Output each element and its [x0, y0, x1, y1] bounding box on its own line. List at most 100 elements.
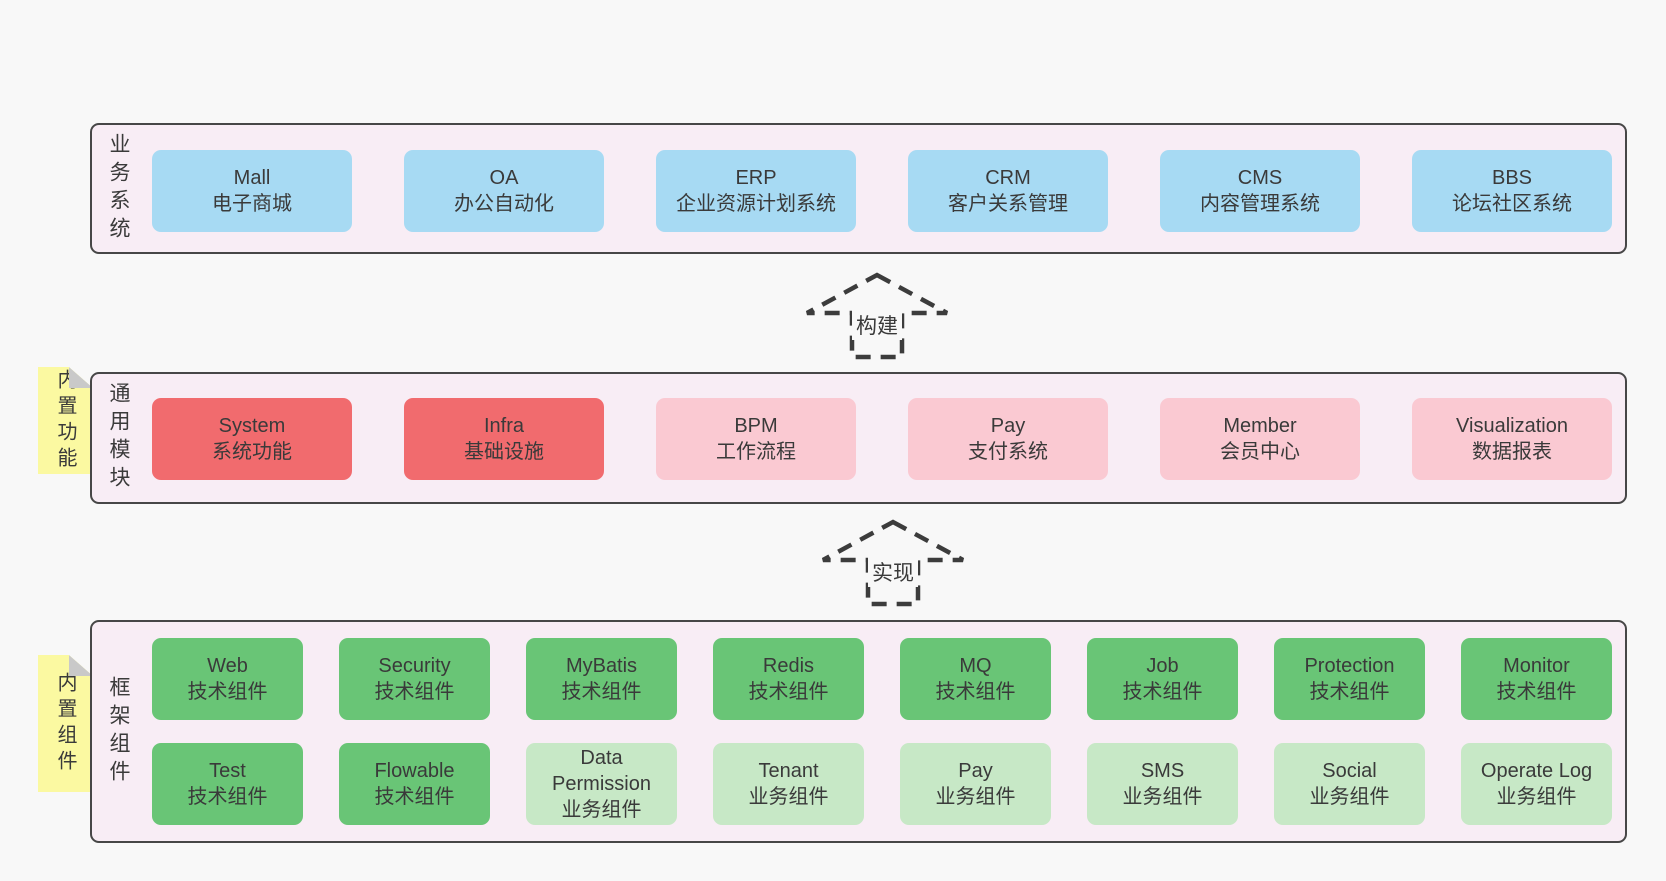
- business-box-row: Mall 电子商城 OA 办公自动化 ERP 企业资源计划系统 CRM 客户关系…: [152, 150, 1612, 232]
- box-title: Mall: [233, 167, 271, 189]
- box-title: System: [218, 415, 286, 437]
- box-subtitle: 会员中心: [1220, 441, 1300, 463]
- box-subtitle: 技术组件: [187, 681, 268, 703]
- business-box-cms: CMS 内容管理系统: [1160, 150, 1360, 232]
- component-box-mq: MQ 技术组件: [900, 638, 1051, 720]
- module-box-infra: Infra 基础设施: [404, 398, 604, 480]
- component-box-operate-log: Operate Log 业务组件: [1461, 743, 1612, 825]
- box-subtitle: 业务组件: [748, 786, 829, 808]
- modules-panel-label: 通用模块: [107, 382, 130, 494]
- box-title: Visualization: [1456, 415, 1568, 437]
- box-subtitle: 技术组件: [374, 681, 455, 703]
- module-box-pay: Pay 支付系统: [908, 398, 1108, 480]
- component-box-monitor: Monitor 技术组件: [1461, 638, 1612, 720]
- build-arrow: 构建: [805, 272, 949, 360]
- box-subtitle: 论坛社区系统: [1452, 193, 1572, 215]
- box-title: Infra: [483, 415, 525, 437]
- box-subtitle: 业务组件: [935, 786, 1016, 808]
- business-panel-label: 业务系统: [107, 132, 130, 245]
- box-subtitle: 技术组件: [187, 786, 268, 808]
- box-subtitle: 客户关系管理: [948, 193, 1068, 215]
- box-subtitle: 技术组件: [935, 681, 1016, 703]
- module-box-system: System 系统功能: [152, 398, 352, 480]
- module-box-visualization: Visualization 数据报表: [1412, 398, 1612, 480]
- component-box-security: Security 技术组件: [339, 638, 490, 720]
- business-box-crm: CRM 客户关系管理: [908, 150, 1108, 232]
- implement-arrow: 实现: [821, 519, 965, 607]
- up-arrow-icon: [821, 519, 965, 607]
- box-title: Monitor: [1503, 655, 1570, 677]
- modules-box-row: System 系统功能 Infra 基础设施 BPM 工作流程 Pay 支付系统…: [152, 398, 1612, 480]
- built-in-components-sticky: 内置组件: [38, 655, 93, 792]
- box-title: CMS: [1237, 167, 1283, 189]
- box-subtitle: 电子商城: [212, 193, 292, 215]
- box-subtitle: 技术组件: [374, 786, 455, 808]
- box-title: Operate Log: [1480, 760, 1593, 782]
- box-title: ERP: [735, 167, 777, 189]
- box-subtitle: 技术组件: [1122, 681, 1203, 703]
- box-title: CRM: [985, 167, 1031, 189]
- components-box-row-1: Web 技术组件 Security 技术组件 MyBatis 技术组件 Redi…: [152, 638, 1612, 720]
- component-box-social: Social 业务组件: [1274, 743, 1425, 825]
- box-subtitle: 技术组件: [1309, 681, 1390, 703]
- implement-arrow-label: 实现: [868, 557, 918, 587]
- components-box-row-2: Test 技术组件 Flowable 技术组件 Data Permission …: [152, 743, 1612, 825]
- component-box-data-permission: Data Permission 业务组件: [526, 743, 677, 825]
- business-box-bbs: BBS 论坛社区系统: [1412, 150, 1612, 232]
- module-box-bpm: BPM 工作流程: [656, 398, 856, 480]
- box-subtitle: 工作流程: [716, 441, 796, 463]
- built-in-functions-sticky: 内置功能: [38, 367, 93, 474]
- box-subtitle: 技术组件: [561, 681, 642, 703]
- box-subtitle: 技术组件: [748, 681, 829, 703]
- box-subtitle: 业务组件: [561, 799, 642, 821]
- module-box-member: Member 会员中心: [1160, 398, 1360, 480]
- component-box-pay: Pay 业务组件: [900, 743, 1051, 825]
- box-title: SMS: [1140, 760, 1185, 782]
- up-arrow-icon: [805, 272, 949, 360]
- sticky-label: 内置组件: [54, 671, 76, 776]
- box-title: MyBatis: [565, 655, 638, 677]
- framework-components-panel: 框架组件 Web 技术组件 Security 技术组件 MyBatis 技术组件…: [90, 620, 1627, 843]
- component-box-tenant: Tenant 业务组件: [713, 743, 864, 825]
- business-systems-panel: 业务系统 Mall 电子商城 OA 办公自动化 ERP 企业资源计划系统 CRM…: [90, 123, 1627, 254]
- component-box-mybatis: MyBatis 技术组件: [526, 638, 677, 720]
- box-title: BBS: [1491, 167, 1533, 189]
- business-box-oa: OA 办公自动化: [404, 150, 604, 232]
- component-box-job: Job 技术组件: [1087, 638, 1238, 720]
- box-subtitle: 数据报表: [1472, 441, 1552, 463]
- box-title: Web: [207, 655, 248, 677]
- box-title: MQ: [959, 655, 992, 677]
- component-box-web: Web 技术组件: [152, 638, 303, 720]
- box-title: Tenant: [758, 760, 819, 782]
- sticky-label: 内置功能: [54, 368, 76, 473]
- box-title: Redis: [762, 655, 815, 677]
- box-subtitle: 内容管理系统: [1200, 193, 1320, 215]
- common-modules-panel: 通用模块 System 系统功能 Infra 基础设施 BPM 工作流程 Pay…: [90, 372, 1627, 504]
- box-title: Pay: [958, 760, 993, 782]
- box-subtitle: 业务组件: [1122, 786, 1203, 808]
- box-subtitle: 支付系统: [968, 441, 1048, 463]
- box-title: Test: [209, 760, 246, 782]
- box-subtitle: 基础设施: [464, 441, 544, 463]
- box-subtitle: 技术组件: [1496, 681, 1577, 703]
- business-box-mall: Mall 电子商城: [152, 150, 352, 232]
- box-title: Data Permission: [552, 747, 651, 795]
- box-title: Flowable: [374, 760, 455, 782]
- box-title: Protection: [1304, 655, 1395, 677]
- box-title: Social: [1322, 760, 1377, 782]
- box-subtitle: 业务组件: [1496, 786, 1577, 808]
- component-box-redis: Redis 技术组件: [713, 638, 864, 720]
- component-box-test: Test 技术组件: [152, 743, 303, 825]
- box-title: Job: [1146, 655, 1179, 677]
- component-box-sms: SMS 业务组件: [1087, 743, 1238, 825]
- box-title: BPM: [734, 415, 778, 437]
- business-box-erp: ERP 企业资源计划系统: [656, 150, 856, 232]
- components-panel-label: 框架组件: [107, 675, 130, 788]
- component-box-flowable: Flowable 技术组件: [339, 743, 490, 825]
- box-title: OA: [489, 167, 519, 189]
- box-title: Member: [1223, 415, 1297, 437]
- box-subtitle: 业务组件: [1309, 786, 1390, 808]
- build-arrow-label: 构建: [852, 310, 902, 340]
- box-subtitle: 企业资源计划系统: [676, 193, 836, 215]
